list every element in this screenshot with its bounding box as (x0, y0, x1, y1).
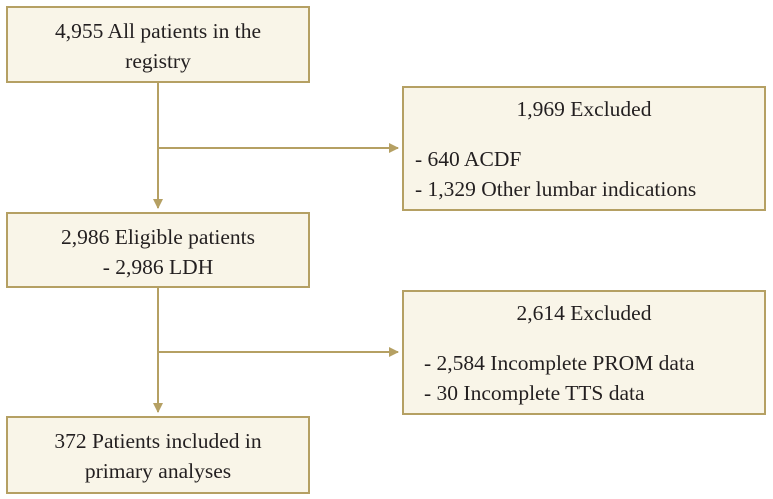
eligible-line-2: - 2,986 LDH (102, 255, 214, 279)
included-line-2: primary analyses (84, 459, 232, 483)
excluded-1-item: - 640 ACDF (415, 147, 522, 171)
all-patients-line-2: registry (125, 49, 191, 73)
eligible-patients-box: 2,986 Eligible patients - 2,986 LDH (6, 212, 310, 288)
excluded-2-list: - 2,584 Incomplete PROM data - 30 Incomp… (404, 348, 764, 408)
all-patients-box: 4,955 All patients in the registry (6, 6, 310, 83)
excluded-2-item: - 30 Incomplete TTS data (424, 381, 645, 405)
excluded-2-item: - 2,584 Incomplete PROM data (424, 351, 695, 375)
excluded-2-title: 2,614 Excluded (516, 301, 652, 325)
excluded-1-list: - 640 ACDF - 1,329 Other lumbar indicati… (404, 144, 764, 204)
excluded-box-2: 2,614 Excluded - 2,584 Incomplete PROM d… (402, 290, 766, 415)
excluded-box-1: 1,969 Excluded - 640 ACDF - 1,329 Other … (402, 86, 766, 211)
all-patients-line-1: 4,955 All patients in the (54, 19, 262, 43)
included-line-1: 372 Patients included in (54, 429, 262, 453)
excluded-1-item: - 1,329 Other lumbar indications (415, 177, 697, 201)
excluded-1-title: 1,969 Excluded (516, 97, 652, 121)
eligible-line-1: 2,986 Eligible patients (60, 225, 256, 249)
included-patients-box: 372 Patients included in primary analyse… (6, 416, 310, 494)
